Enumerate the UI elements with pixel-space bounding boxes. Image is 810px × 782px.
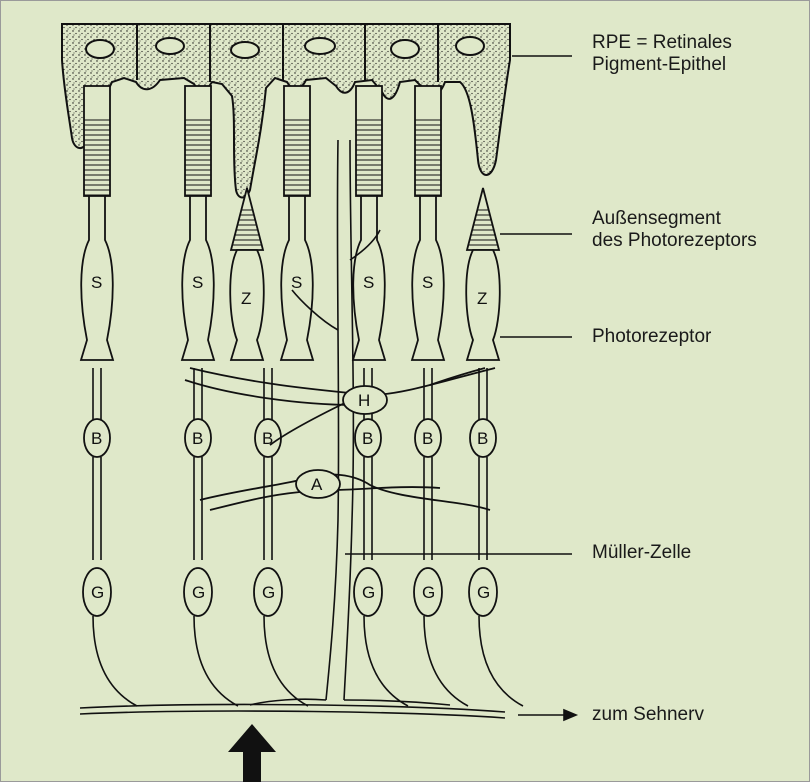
rpe-label: RPE = Retinales Pigment-Epithel xyxy=(592,32,732,76)
bipolar-ganglion-column: BG xyxy=(414,368,468,706)
bipolar-label: B xyxy=(91,429,102,448)
rpe-label-line1: RPE = Retinales xyxy=(592,32,732,54)
rod-cell: S xyxy=(81,86,113,360)
rod-label: S xyxy=(363,273,374,292)
bipolar-ganglion-column: BG xyxy=(469,368,523,706)
ganglion-label: G xyxy=(91,583,104,602)
rod-cell: S xyxy=(353,86,385,360)
mueller-cell-label: Müller-Zelle xyxy=(592,542,691,564)
ganglion-label: G xyxy=(422,583,435,602)
outer-segment-label-line2: des Photorezeptors xyxy=(592,230,757,252)
rpe-label-line2: Pigment-Epithel xyxy=(592,54,732,76)
rod-cell: S xyxy=(412,86,444,360)
amacrine-cell-label: A xyxy=(311,475,323,494)
horizontal-cell: H xyxy=(343,386,387,414)
rod-label: S xyxy=(91,273,102,292)
ganglion-label: G xyxy=(477,583,490,602)
bipolar-label: B xyxy=(262,429,273,448)
rod-label: S xyxy=(291,273,302,292)
bipolar-label: B xyxy=(477,429,488,448)
ganglion-label: G xyxy=(262,583,275,602)
ganglion-label: G xyxy=(192,583,205,602)
cone-cell: Z xyxy=(230,188,264,360)
bipolar-ganglion-column: BG xyxy=(83,368,137,706)
bipolar-label: B xyxy=(362,429,373,448)
optic-nerve-label: zum Sehnerv xyxy=(592,704,704,726)
outer-segment-label: Außensegment des Photorezeptors xyxy=(592,208,757,252)
rod-label: S xyxy=(422,273,433,292)
outer-segment-label-line1: Außensegment xyxy=(592,208,757,230)
cone-label: Z xyxy=(241,289,251,308)
cone-cell: Z xyxy=(466,188,500,360)
nerve-fiber-layer xyxy=(80,705,505,718)
ganglion-label: G xyxy=(362,583,375,602)
light-direction-arrow xyxy=(228,724,276,782)
photoreceptor-label: Photorezeptor xyxy=(592,326,711,348)
rod-label: S xyxy=(192,273,203,292)
bipolar-label: B xyxy=(192,429,203,448)
bipolar-ganglion-column: BG xyxy=(254,368,308,706)
amacrine-cell: A xyxy=(296,470,340,498)
rod-cell: S xyxy=(182,86,214,360)
cone-label: Z xyxy=(477,289,487,308)
horizontal-cell-label: H xyxy=(358,391,370,410)
connections xyxy=(185,368,495,510)
bipolar-ganglion-column: BG xyxy=(354,368,408,706)
bipolar-ganglion-column: BG xyxy=(184,368,238,706)
bipolar-label: B xyxy=(422,429,433,448)
rod-cell: S xyxy=(281,86,313,360)
